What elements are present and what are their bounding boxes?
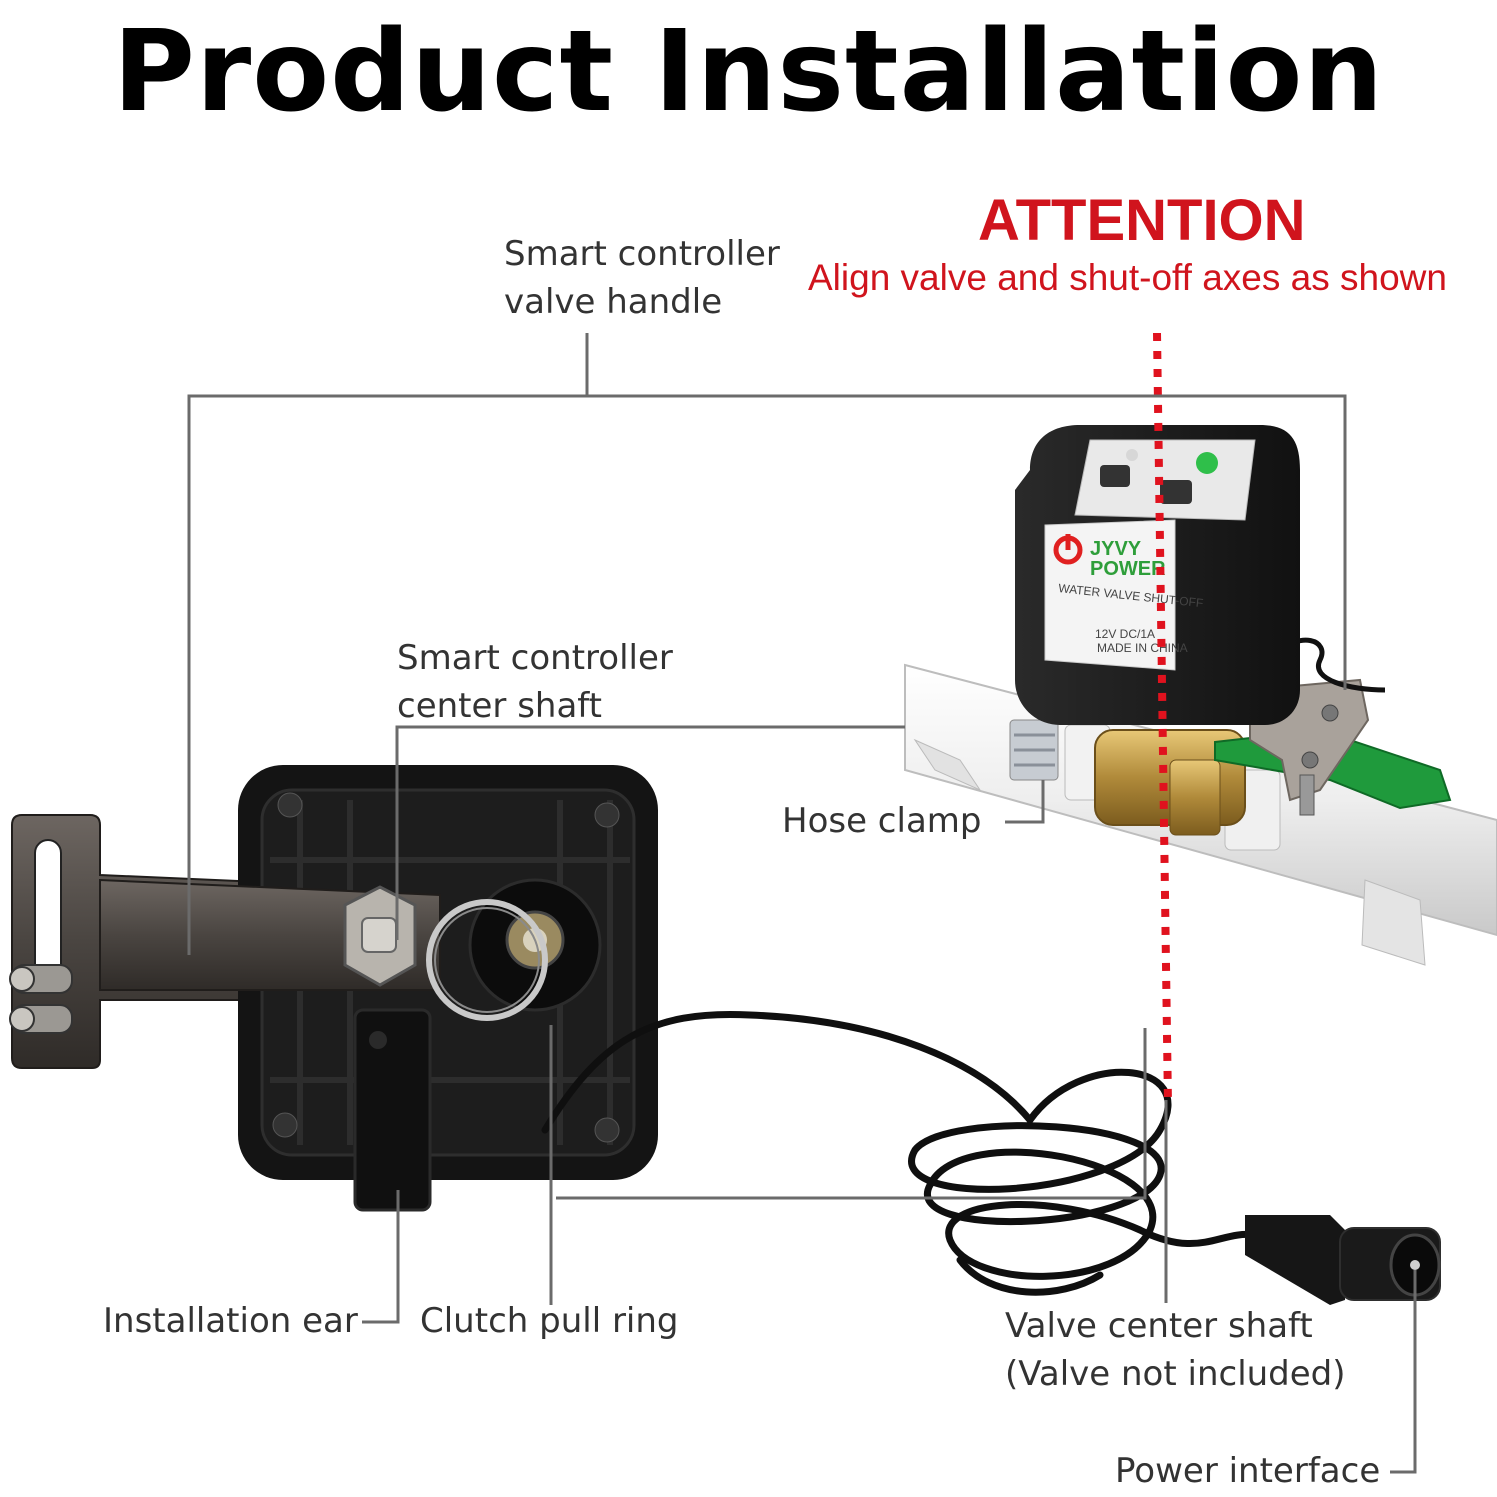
attention-heading: ATTENTION (978, 188, 1306, 253)
label-clutch-pull-ring: Clutch pull ring (420, 1301, 679, 1341)
label-hose-clamp: Hose clamp (782, 801, 982, 841)
alignment-axis-line (1153, 332, 1172, 1106)
label-valve-handle: Smart controller valve handle (504, 234, 780, 322)
installed-valve-photo: JYVY POWER WATER VALVE SHUT-OFF 12V DC/1… (904, 425, 1497, 966)
label-valve-center-shaft: Valve center shaft (Valve not included) (1005, 1306, 1346, 1394)
dc-connector (1245, 1215, 1441, 1305)
page-title: Product Installation (112, 7, 1385, 137)
attention-note: Align valve and shut-off axes as shown (808, 257, 1447, 298)
device-brand-line2: POWER (1090, 558, 1166, 580)
leader-lines (187, 333, 1417, 1474)
label-center-shaft: Smart controller center shaft (397, 638, 673, 726)
label-installation-ear: Installation ear (103, 1301, 358, 1341)
device-brand-line1: JYVY (1090, 538, 1142, 560)
device-origin-text: MADE IN CHINA (1097, 641, 1188, 655)
label-power-interface: Power interface (1115, 1451, 1381, 1491)
device-rating-text: 12V DC/1A (1095, 627, 1155, 641)
controller-back-photo (9, 765, 658, 1212)
